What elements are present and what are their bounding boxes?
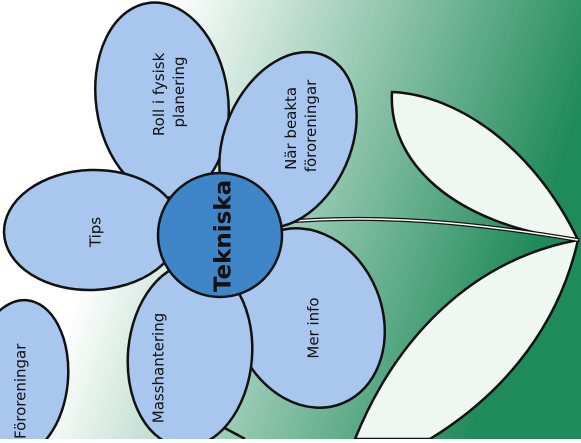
neighbor-petal bbox=[0, 298, 70, 443]
flower-center bbox=[156, 171, 284, 299]
petal-label-tips: Tips bbox=[86, 217, 104, 248]
neighbor-petal-label: Föroreningar bbox=[11, 343, 29, 439]
upper-leaf bbox=[390, 90, 581, 242]
petal-label-nar-beakta-fororeningar: När beakta föroreningar bbox=[282, 79, 320, 172]
petal-label-nar-line-2: föroreningar bbox=[302, 79, 320, 172]
petal-label-roll-i-fysisk-planering: Roll i fysisk planering bbox=[150, 48, 188, 136]
petal-label-roll-line-2: planering bbox=[170, 57, 188, 128]
petal-label-masshantering: Masshantering bbox=[149, 313, 167, 423]
petal-label-nar-line-1: När beakta bbox=[282, 87, 300, 170]
petal-label-roll-line-1: Roll i fysisk bbox=[150, 52, 168, 136]
center-label: Tekniska bbox=[210, 180, 236, 292]
stem-inner bbox=[281, 218, 579, 241]
petal-label-mer-info: Mer info bbox=[304, 297, 322, 358]
